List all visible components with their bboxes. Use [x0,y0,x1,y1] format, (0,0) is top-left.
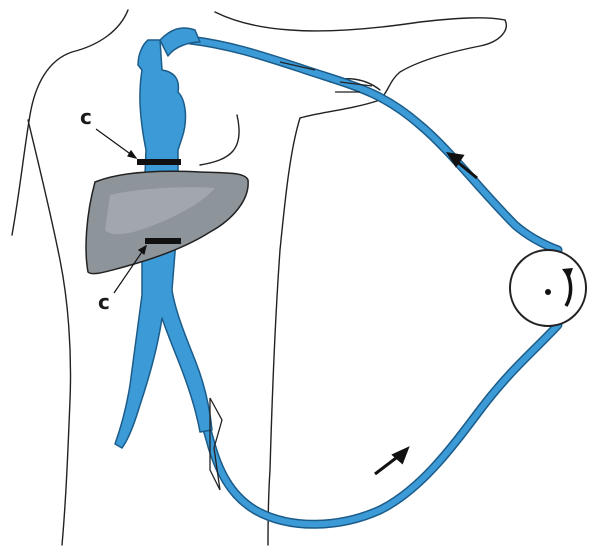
lower-clamp [145,238,181,244]
pump-housing [510,250,586,326]
upper-clamp [137,159,181,165]
inflow-cannula [175,320,558,524]
pump-center-dot [545,289,551,295]
pump [510,250,586,326]
lower-clamp-label: c [98,290,110,314]
outflow-cannula [190,40,558,250]
upper-clamp-label: c [80,105,92,129]
flow-arrow-lower-icon [375,449,407,474]
